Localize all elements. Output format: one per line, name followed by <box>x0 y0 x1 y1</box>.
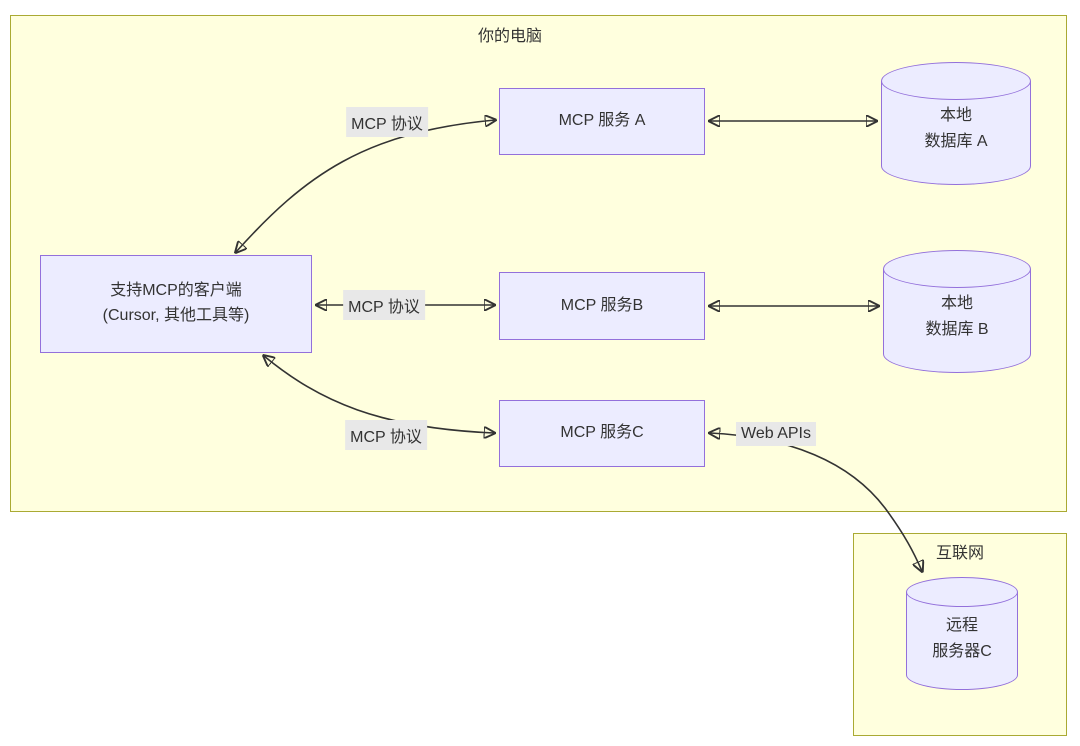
node-mcp-server-a: MCP 服务 A <box>499 88 705 155</box>
node-local-db-a-label: 本地 数据库 A <box>881 72 1031 185</box>
node-mcp-server-b: MCP 服务B <box>499 272 705 340</box>
node-mcp-client: 支持MCP的客户端 (Cursor, 其他工具等) <box>40 255 312 353</box>
node-local-db-a: 本地 数据库 A <box>881 62 1031 185</box>
cylinder-top <box>881 62 1031 100</box>
node-local-db-b: 本地 数据库 B <box>883 250 1031 373</box>
node-local-db-b-line1: 本地 <box>940 294 973 312</box>
edge-label-mcp-protocol-a: MCP 协议 <box>346 107 428 137</box>
node-local-db-b-line2: 数据库 B <box>925 320 989 338</box>
node-mcp-client-line2: (Cursor, 其他工具等) <box>102 307 250 324</box>
group-your-computer-title: 你的电脑 <box>477 28 542 45</box>
node-mcp-server-b-label: MCP 服务B <box>560 296 644 314</box>
node-remote-server-c: 远程 服务器C <box>906 577 1018 690</box>
edge-client-server-c <box>264 356 494 433</box>
edge-label-mcp-protocol-b: MCP 协议 <box>343 290 425 320</box>
node-remote-server-c-label: 远程 服务器C <box>906 587 1018 690</box>
node-local-db-a-line2: 数据库 A <box>924 132 988 150</box>
group-internet-title: 互联网 <box>935 545 984 562</box>
node-remote-server-c-line1: 远程 <box>945 616 978 634</box>
cylinder-top <box>906 577 1018 607</box>
cylinder-top <box>883 250 1031 288</box>
node-mcp-server-c-label: MCP 服务C <box>560 424 644 442</box>
node-local-db-b-label: 本地 数据库 B <box>883 260 1031 373</box>
edge-client-server-a <box>236 120 495 252</box>
node-mcp-client-line1: 支持MCP的客户端 <box>110 282 242 300</box>
node-mcp-server-a-label: MCP 服务 A <box>558 112 646 130</box>
edge-label-mcp-protocol-c: MCP 协议 <box>345 420 427 450</box>
cylinder-body <box>906 592 1018 690</box>
edge-label-web-apis: Web APIs <box>736 422 816 446</box>
node-mcp-server-c: MCP 服务C <box>499 400 705 467</box>
node-remote-server-c-line2: 服务器C <box>932 642 992 660</box>
node-local-db-a-line1: 本地 <box>939 106 972 124</box>
edge-server-c-remote <box>710 433 922 571</box>
